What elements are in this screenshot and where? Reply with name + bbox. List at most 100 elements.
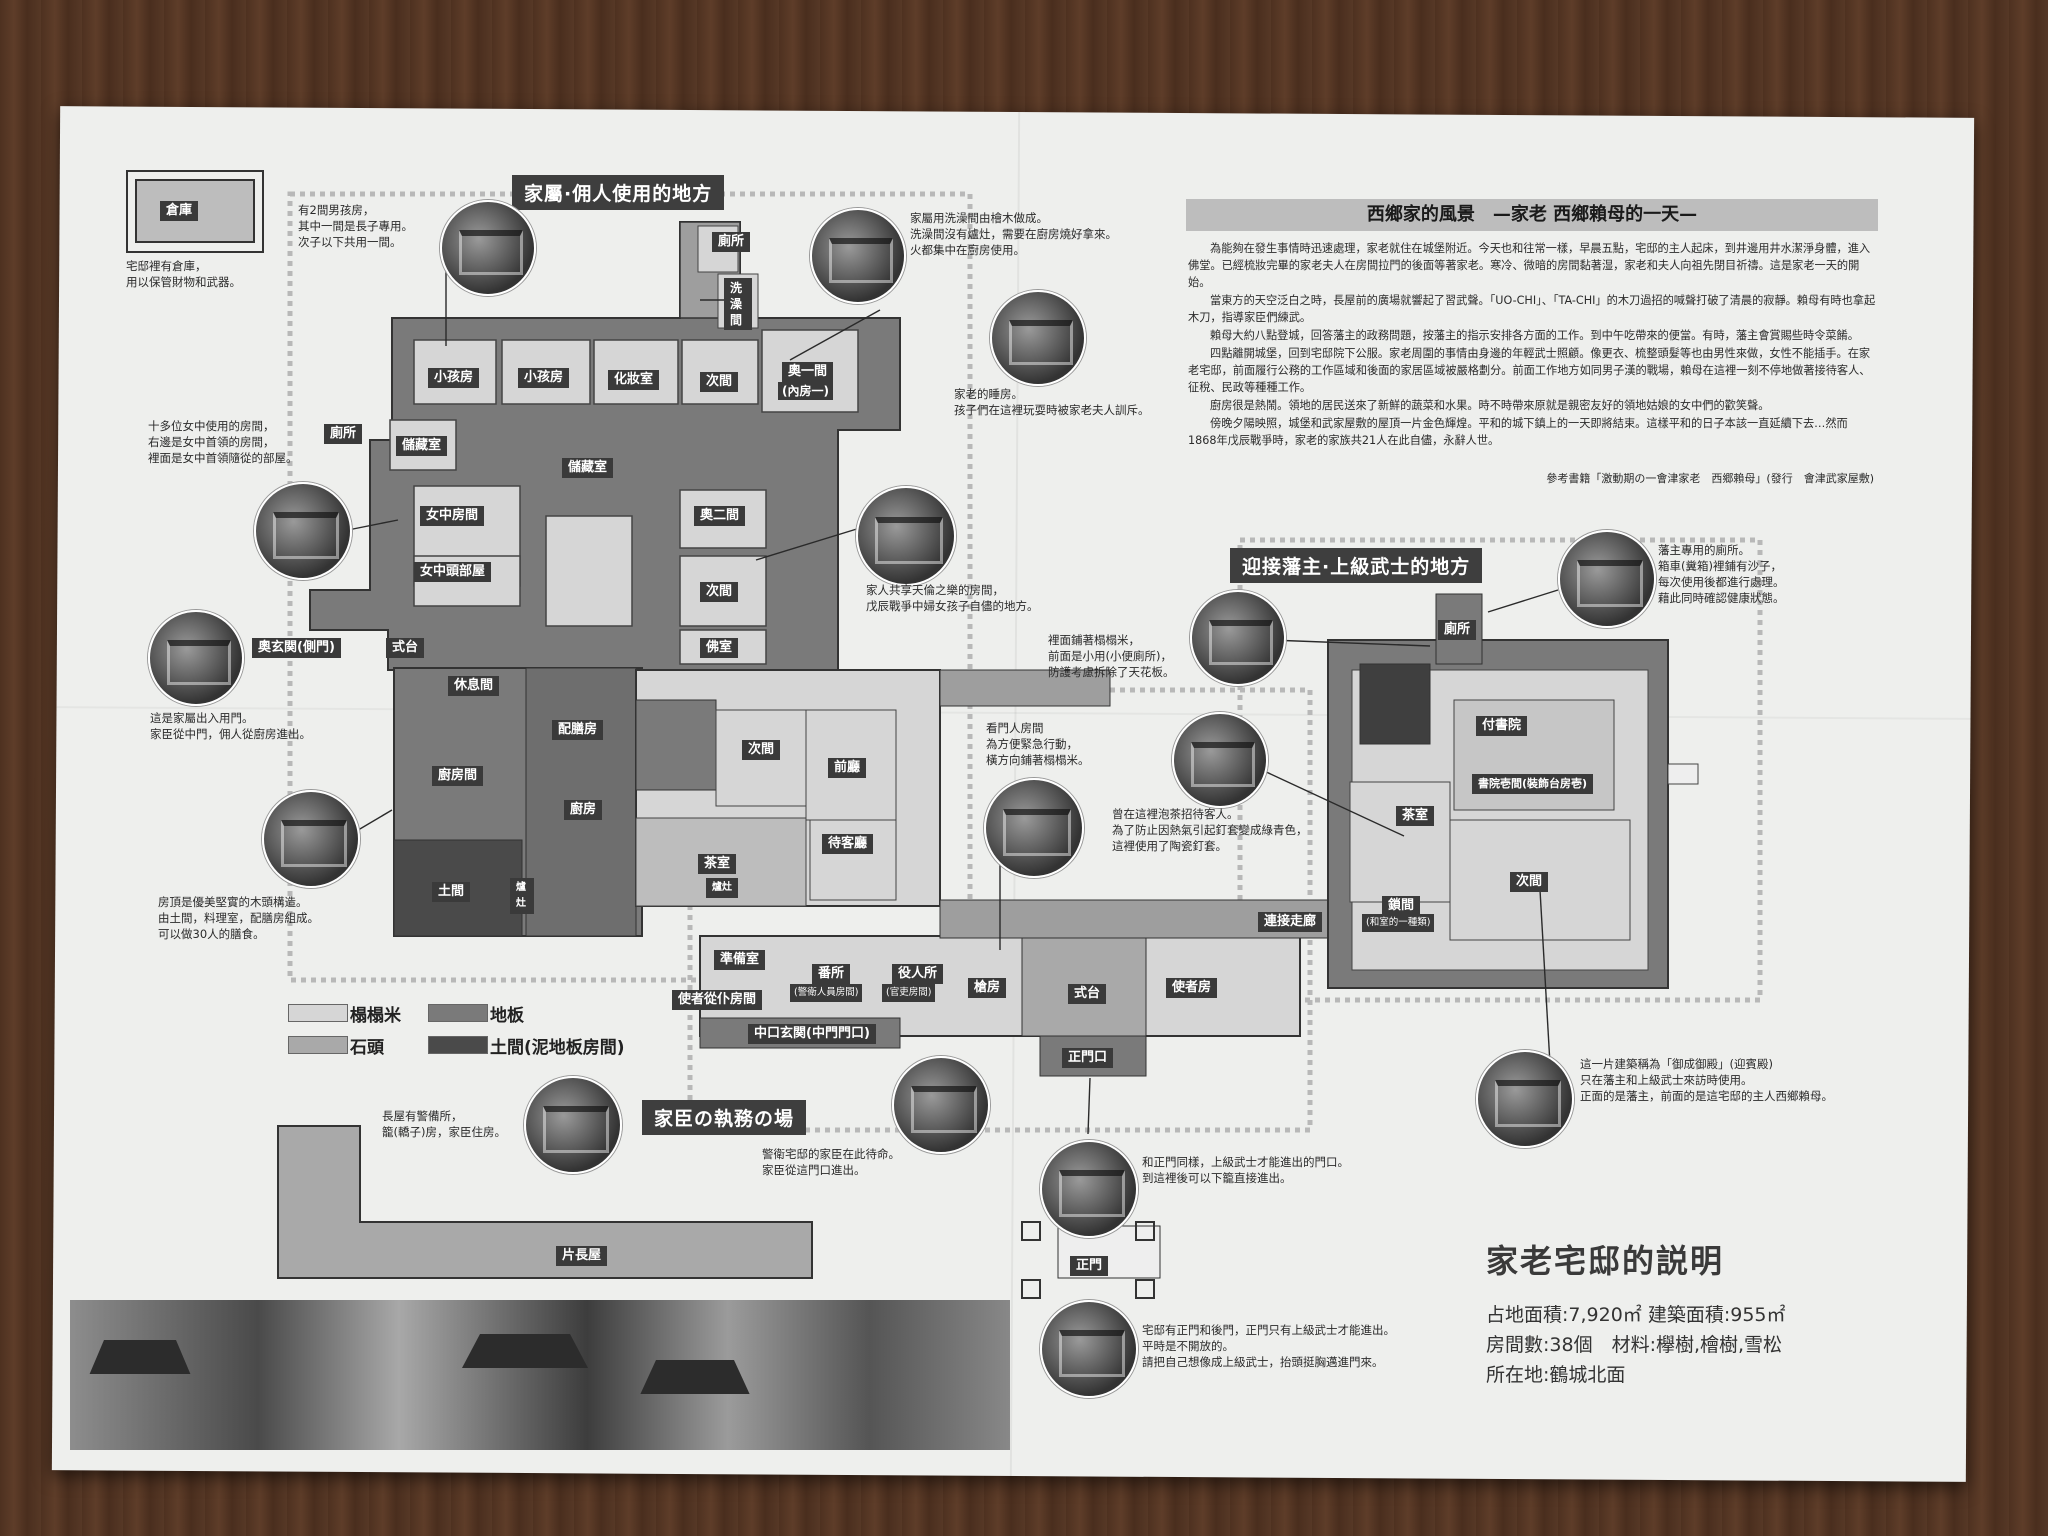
room-corridor: 連接走廊 [1258, 912, 1323, 932]
note-storehouse: 宅邸裡有倉庫， 用以保管財物和武器。 [126, 259, 241, 289]
note-main-gate: 宅邸有正門和後門，正門只有上級武士才能進出。 平時是不開放的。 請把自己想像成上… [1142, 1323, 1395, 1369]
photo-tatami-toilet [1190, 590, 1286, 686]
note-reception: 這一片建築稱為「御成御殿」(迎賓殿) 只在藩主和上級武士來訪時使用。 正面的是藩… [1580, 1057, 1833, 1103]
room-tea-2: 茶室 [1396, 806, 1435, 826]
room-guard: 番所 [812, 964, 851, 984]
summary-title: 家老宅邸的説明 [1486, 1242, 1725, 1280]
room-guard-note: (警衛人員房間) [790, 984, 863, 1002]
legend-label-stone: 石頭 [350, 1038, 384, 1058]
room-storage-2: 儲藏室 [562, 458, 614, 478]
room-serving: 配膳房 [552, 720, 604, 740]
note-tatami-toilet: 裡面鋪著榻榻米， 前面是小用(小便廁所)， 防護考慮拆除了天花板。 [1048, 633, 1175, 679]
room-storehouse: 倉庫 [160, 201, 199, 221]
essay-paragraph: 賴母大約八點登城，回答藩主的政務問題，按藩主的指示安排各方面的工作。到中午吃帶來… [1210, 329, 1859, 342]
photo-strip [70, 1300, 1010, 1450]
legend-label-floor: 地板 [490, 1006, 524, 1026]
room-officials-note: (官吏房間) [882, 984, 936, 1002]
room-tea-1: 茶室 [698, 854, 737, 874]
room-buddha: 佛室 [700, 638, 739, 658]
note-bedroom: 家老的睡房。 孩子們在這裡玩耍時被家老夫人訓斥。 [954, 387, 1150, 417]
strip-roof-shape [462, 1334, 588, 1368]
room-inner-1: 奧一間 [782, 362, 834, 382]
heading-family-area: 家屬·佣人使用的地方 [512, 175, 725, 210]
room-shikidai-1: 式台 [386, 638, 425, 658]
photo-lord-toilet [1558, 530, 1656, 628]
room-bath: 洗澡間 [724, 278, 752, 330]
room-spear: 槍房 [968, 978, 1007, 998]
note-main-entrance: 和正門同樣，上級武士才能進出的門口。 到這裡後可以下籠直接進出。 [1142, 1155, 1349, 1185]
room-gate: 正門 [1070, 1256, 1109, 1276]
photo-family-room [856, 486, 956, 586]
photo-washroom [810, 208, 906, 304]
note-retainer-entry: 警衛宅邸的家臣在此待命。 家臣從這門口進出。 [762, 1147, 900, 1177]
room-storage-1: 儲藏室 [396, 436, 448, 456]
room-main-entry: 正門口 [1062, 1048, 1114, 1068]
note-family-room: 家人共享天倫之樂的房間， 戊辰戰爭中婦女孩子自儘的地方。 [866, 583, 1039, 613]
room-inner-1-note: (內房一) [778, 382, 833, 400]
note-maids: 十多位女中使用的房間， 右邊是女中首領的房間， 裡面是女中首領隨從的部屋。 [148, 419, 298, 465]
note-side-entrance: 這是家屬出入用門。 家臣從中門，佣人從廚房進出。 [150, 711, 311, 741]
photo-main-gate [1040, 1300, 1138, 1398]
room-attendant: 使者從仆房間 [672, 990, 763, 1010]
photo-bedroom [990, 290, 1086, 386]
note-boys-room: 有2間男孩房， 其中一間是長子專用。 次子以下共用一間。 [298, 203, 413, 249]
photo-main-entrance [1040, 1140, 1138, 1238]
room-dressing: 化妝室 [608, 370, 660, 390]
heading-retainers-area: 家臣の執務の場 [642, 1100, 807, 1135]
legend-swatch-stone [288, 1036, 348, 1054]
room-inner-2: 奧二間 [694, 506, 746, 526]
room-waiting: 待客廳 [822, 834, 874, 854]
room-maid-head: 女中頭部屋 [414, 562, 492, 582]
note-long-house: 長屋有警備所， 籠(轎子)房，家臣住房。 [382, 1109, 506, 1139]
room-shoin: 書院壱間(裝飾台房壱) [1472, 774, 1594, 794]
room-next-1: 次間 [700, 372, 739, 392]
photo-long-house [524, 1076, 622, 1174]
essay-paragraph: 傍晚夕陽映照，城堡和武家屋敷的屋頂一片金色輝煌。平和的城下鎮上的一天即將結束。這… [1188, 417, 1848, 447]
legend-label-tatami: 榻榻米 [350, 1006, 401, 1026]
essay-reference: 參考書籍「激動期の一會津家老 西郷賴母」(發行 會津武家屋敷) [1546, 472, 1874, 485]
room-kusari: 鎖間 [1382, 896, 1421, 916]
essay-paragraph: 為能夠在發生事情時迅速處理，家老就住在城堡附近。今天也和往常一樣，早晨五點，宅邸… [1188, 242, 1871, 289]
photo-boys-room [440, 200, 536, 296]
room-stove-1: 爐灶 [510, 878, 534, 914]
note-lord-toilet: 藩主專用的廁所。 箱車(糞箱)裡鋪有沙子， 每次使用後都進行處理。 藉此同時確認… [1658, 543, 1785, 605]
legend-label-doma: 土間(泥地板房間) [490, 1038, 625, 1058]
room-study: 付書院 [1476, 716, 1528, 736]
room-toilet-2: 廁所 [324, 424, 363, 444]
strip-roof-shape [89, 1340, 191, 1374]
room-doma: 土間 [432, 882, 471, 902]
room-next-2: 次間 [700, 582, 739, 602]
essay-paragraph: 四點離開城堡，回到宅邸院下公服。家老周圍的事情由身邊的年輕武士照顧。像更衣、梳整… [1188, 347, 1871, 394]
photo-maids-room [254, 482, 352, 580]
essay-body: 為能夠在發生事情時迅速處理，家老就住在城堡附近。今天也和往常一樣，早晨五點，宅邸… [1188, 240, 1876, 449]
room-next-3: 次間 [742, 740, 781, 760]
summary-rooms-materials: 房間數:38個 材料:欅樹,檜樹,雪松 [1486, 1334, 1783, 1356]
strip-roof-shape [640, 1360, 750, 1394]
legend-swatch-doma [428, 1036, 488, 1054]
room-kitchen-room: 廚房間 [432, 766, 484, 786]
legend-swatch-tatami [288, 1004, 348, 1022]
room-prep: 準備室 [714, 950, 766, 970]
essay-paragraph: 當東方的天空泛白之時，長屋前的廣場就響起了習武聲。「UO-CHI」、「TA-CH… [1188, 294, 1876, 324]
room-kitchen: 廚房 [564, 800, 603, 820]
photo-reception [1476, 1050, 1574, 1148]
photo-retainer-entry [892, 1056, 990, 1154]
room-toilet: 廁所 [712, 232, 751, 252]
room-next-4: 次間 [1510, 872, 1549, 892]
room-front-hall: 前廳 [828, 758, 867, 778]
room-stove-2: 爐灶 [706, 878, 738, 898]
room-side-gate: 奧玄関(側門) [252, 638, 341, 658]
legend-swatch-floor [428, 1004, 488, 1022]
room-long-house: 片長屋 [556, 1246, 608, 1266]
room-officials: 役人所 [892, 964, 944, 984]
photo-kitchen [262, 790, 360, 888]
note-kitchen: 房頂是優美堅實的木頭構造。 由土間，料理室，配膳房組成。 可以做30人的膳食。 [158, 895, 319, 941]
essay-title: 西鄉家的風景 —家老 西鄉賴母的一天— [1186, 199, 1878, 231]
note-tea-guest: 曾在這裡泡茶招待客人。 為了防止因熱氣引起釘套變成綠青色， 這裡使用了陶瓷釘套。 [1112, 807, 1308, 853]
summary-location: 所在地:鶴城北面 [1486, 1364, 1626, 1386]
heading-lord-area: 迎接藩主·上級武士的地方 [1230, 548, 1483, 583]
photo-tea-guest [1172, 712, 1268, 808]
photo-gatekeeper [984, 778, 1084, 878]
room-boys-1: 小孩房 [428, 368, 480, 388]
room-boys-2: 小孩房 [518, 368, 570, 388]
